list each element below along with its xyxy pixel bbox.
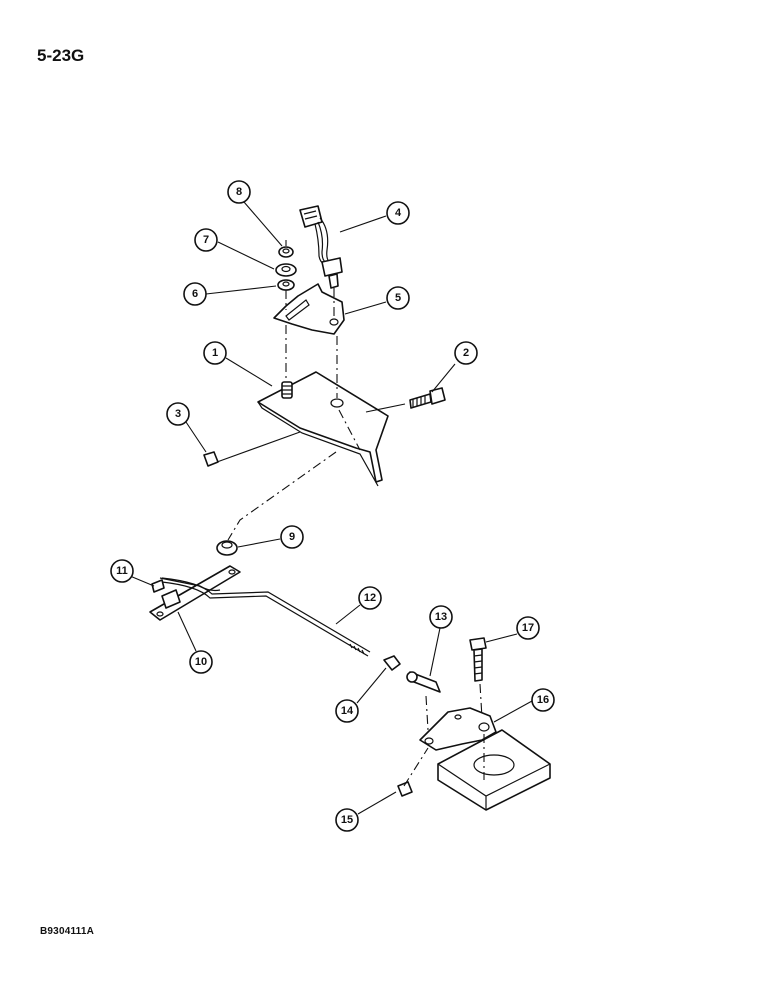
part-mounting-pad <box>437 729 551 811</box>
callout-14: 14 <box>335 699 359 723</box>
callout-11: 11 <box>110 559 134 583</box>
part-plate-1 <box>257 325 389 487</box>
svg-text:6: 6 <box>192 288 198 300</box>
svg-text:13: 13 <box>435 611 447 623</box>
callout-17: 17 <box>516 616 540 640</box>
part-pin-13 <box>406 671 441 731</box>
callout-15: 15 <box>335 808 359 832</box>
part-bracket-5 <box>273 283 345 335</box>
svg-text:1: 1 <box>212 347 218 359</box>
part-lever-plate-16 <box>419 707 497 751</box>
svg-text:8: 8 <box>236 186 242 198</box>
svg-text:17: 17 <box>522 622 534 634</box>
part-nut-15 <box>397 747 429 797</box>
svg-text:15: 15 <box>341 814 353 826</box>
part-bolt-17 <box>469 637 487 719</box>
callout-1: 1 <box>203 341 227 365</box>
figure-code: B9304111A <box>40 926 95 937</box>
callout-6: 6 <box>183 282 207 306</box>
svg-text:7: 7 <box>203 234 209 246</box>
part-nut-3 <box>203 451 219 467</box>
callout-9: 9 <box>280 525 304 549</box>
svg-text:10: 10 <box>195 656 207 668</box>
svg-text:3: 3 <box>175 408 181 420</box>
svg-text:9: 9 <box>289 531 295 543</box>
callout-8: 8 <box>227 180 251 204</box>
callout-4: 4 <box>386 201 410 225</box>
callout-13: 13 <box>429 605 453 629</box>
callout-3: 3 <box>166 402 190 426</box>
svg-text:5: 5 <box>395 292 401 304</box>
svg-text:16: 16 <box>537 694 549 706</box>
part-rod-12 <box>161 577 371 657</box>
part-washer-7 <box>275 263 297 277</box>
callout-16: 16 <box>531 688 555 712</box>
svg-text:2: 2 <box>463 347 469 359</box>
part-bolt-2 <box>409 387 446 409</box>
part-lever-10 <box>149 565 241 621</box>
part-switch-4 <box>299 205 343 289</box>
leader-lines <box>129 201 533 815</box>
part-washer-6 <box>277 279 295 291</box>
part-nut-8 <box>278 240 294 258</box>
part-bushing-9 <box>216 451 337 556</box>
part-nut-14 <box>383 655 401 671</box>
page-number: 5-23G <box>37 46 85 65</box>
svg-text:14: 14 <box>341 705 354 717</box>
callout-10: 10 <box>189 650 213 674</box>
svg-text:12: 12 <box>364 592 376 604</box>
svg-text:11: 11 <box>116 565 128 577</box>
callout-7: 7 <box>194 228 218 252</box>
callout-12: 12 <box>358 586 382 610</box>
callout-2: 2 <box>454 341 478 365</box>
callout-5: 5 <box>386 286 410 310</box>
svg-text:4: 4 <box>395 207 402 219</box>
